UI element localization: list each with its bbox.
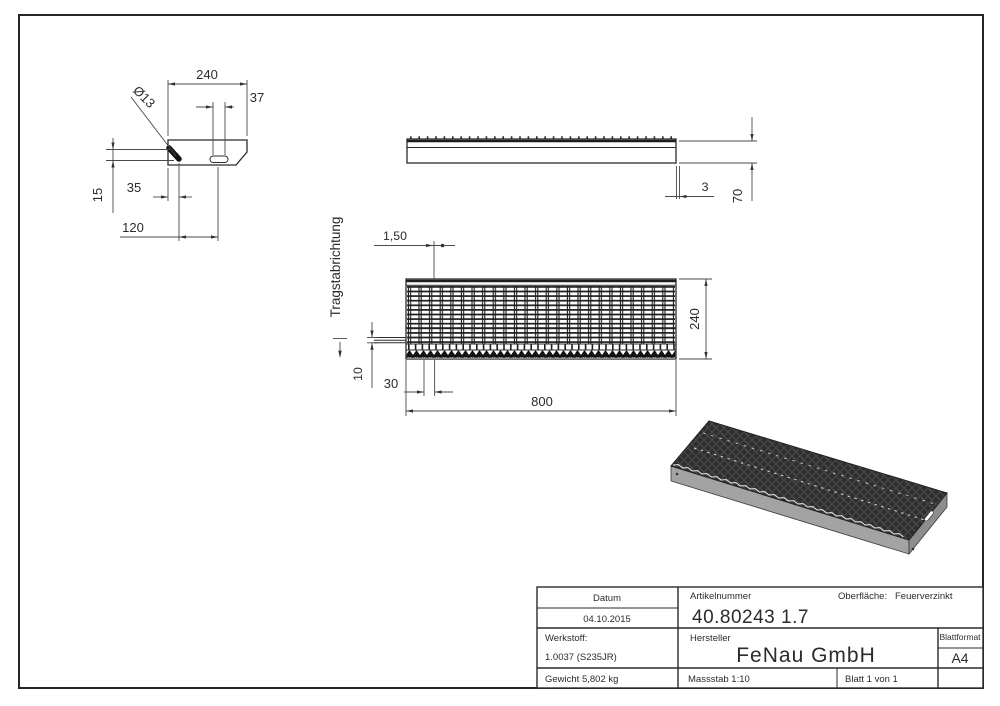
dim-plate-thickness: 3 [702, 180, 709, 194]
anti-slip-nosing [406, 350, 676, 359]
mid-highlight-1 [693, 447, 929, 522]
werkstoff-label: Werkstoff: [545, 633, 587, 644]
grating-top-3d [670, 420, 948, 541]
hersteller-label: Hersteller [690, 633, 731, 644]
slot-3d [924, 510, 934, 522]
direction-arrow [338, 350, 342, 358]
datum-value: 04.10.2015 [583, 614, 631, 625]
bolt-hole-right-3d [911, 547, 915, 551]
grating-side-outline [406, 138, 677, 164]
bolt-hole-left-3d [675, 472, 679, 476]
dim-step-height: 70 [730, 189, 745, 203]
dim-slot-width: 37 [250, 90, 264, 105]
gewicht-value: Gewicht 5,802 kg [545, 674, 618, 685]
grating-mesh [407, 286, 675, 344]
artikelnummer-label: Artikelnummer [690, 591, 751, 602]
dim-depth: 240 [687, 308, 702, 330]
sheet-border [18, 14, 984, 689]
hersteller-value: FeNau GmbH [736, 644, 876, 667]
detail-view: Ø13 240 37 15 35 [90, 67, 264, 241]
blatt-value: Blatt 1 von 1 [845, 674, 898, 685]
dim-edge-height: 15 [90, 188, 105, 202]
blattformat-label: Blattformat [939, 632, 981, 642]
dim-hole-dia: Ø13 [130, 83, 158, 111]
mounting-slot [209, 155, 229, 163]
datum-label: Datum [593, 593, 621, 604]
isometric-view [670, 420, 948, 556]
title-block: Datum 04.10.2015 Artikelnummer Oberfläch… [536, 586, 984, 689]
massstab-value: Massstab 1:10 [688, 674, 750, 685]
plan-view: Tragstabrichtung 1,50 240 10 30 [328, 217, 712, 416]
hole-leader-line [130, 96, 177, 157]
side-view: 3 70 [406, 117, 757, 203]
title-block-border [536, 586, 984, 689]
dim-tab-height: 10 [351, 367, 365, 381]
blattformat-value: A4 [951, 650, 968, 666]
dim-slot-offset: 120 [122, 220, 144, 235]
dim-width: 240 [196, 67, 218, 82]
oberflaeche-value: Feuerverzinkt [895, 591, 953, 602]
artikelnummer-value: 40.80243 1.7 [692, 607, 809, 628]
mid-highlight-2 [702, 432, 939, 506]
dim-bar-pitch: 30 [384, 376, 398, 391]
front-edge-serration-highlight [672, 464, 904, 538]
grating-plan-outline [405, 278, 677, 360]
oberflaeche-label: Oberfläche: [838, 591, 887, 602]
werkstoff-value: 1.0037 (S235JR) [545, 652, 617, 663]
dim-length: 800 [531, 394, 553, 409]
dim-bar-thickness: 1,50 [383, 229, 407, 243]
load-bar-direction-label: Tragstabrichtung [328, 217, 343, 318]
dim-hole-offset: 35 [127, 180, 141, 195]
